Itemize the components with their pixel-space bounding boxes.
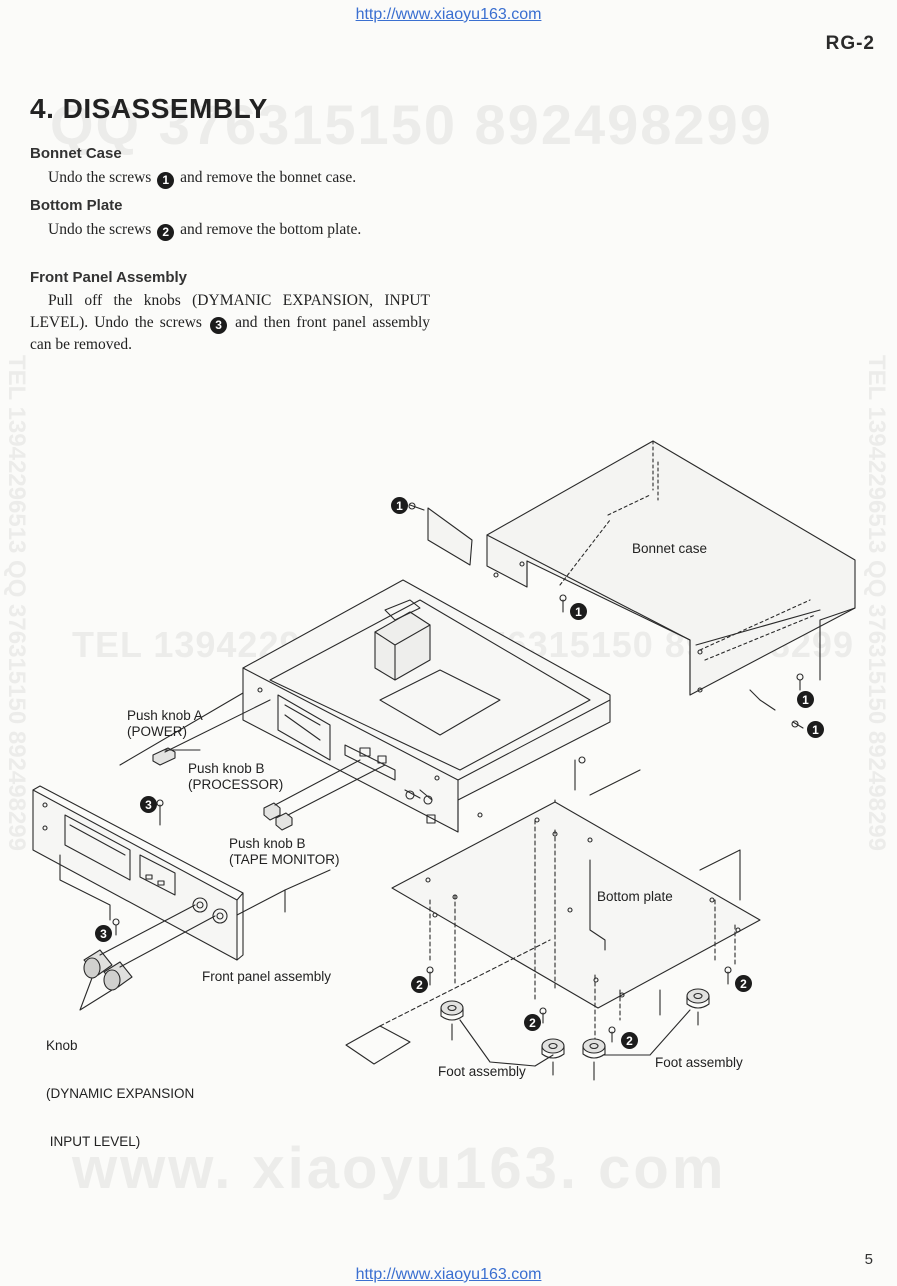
label-line: Push knob B: [188, 761, 265, 776]
screw-marker-3: 3: [140, 796, 157, 813]
screw-marker-1: 1: [570, 603, 587, 620]
label-bottom-plate: Bottom plate: [597, 889, 673, 904]
screw-marker-2: 2: [411, 976, 428, 993]
label-line: (PROCESSOR): [188, 777, 284, 792]
watermark-bottom: www. xiaoyu163. com: [72, 1136, 727, 1201]
bonnet-case-drawing: [427, 440, 856, 711]
screw-number-badge: 1: [157, 171, 175, 189]
label-foot-assembly-left: Foot assembly: [438, 1064, 526, 1079]
label-line: Push knob B: [229, 836, 306, 851]
text-after: and then front panel assembly can be rem…: [30, 314, 431, 353]
push-knobs-drawing: [152, 699, 386, 831]
subsection-text-front-panel: Pull off the knobs (DYMANIC EXPANSION, I…: [30, 290, 430, 356]
watermark-top: QQ 376315150 892498299: [50, 93, 773, 156]
source-url-top[interactable]: http://www.xiaoyu163.com: [355, 6, 542, 23]
subsection-heading-front-panel: Front Panel Assembly: [30, 269, 187, 286]
section-title: 4. DISASSEMBLY: [30, 93, 268, 124]
screw-marker-2: 2: [621, 1032, 638, 1049]
source-url-bottom[interactable]: http://www.xiaoyu163.com: [355, 1266, 542, 1283]
screw-number-badge: 3: [210, 316, 228, 334]
label-push-knob-b-tape-monitor: Push knob B (TAPE MONITOR): [229, 836, 340, 868]
label-line: (DYNAMIC EXPANSION: [46, 1086, 195, 1101]
screw-marker-2: 2: [524, 1014, 541, 1031]
front-panel-drawing: [32, 692, 331, 961]
model-code: RG-2: [825, 33, 875, 54]
text-before: Pull off the knobs (DYMANIC EXPANSION, I…: [30, 292, 430, 331]
screw-marker-1: 1: [391, 497, 408, 514]
subsection-text-bottom-plate: Undo the screws 2 and remove the bottom …: [30, 219, 430, 241]
screw-marker-2: 2: [735, 975, 752, 992]
text-before: Undo the screws: [48, 169, 152, 186]
screws-drawing: [112, 502, 804, 1043]
subsection-heading-bonnet-case: Bonnet Case: [30, 145, 122, 162]
screw-marker-3: 3: [95, 925, 112, 942]
subsection-heading-bottom-plate: Bottom Plate: [30, 197, 123, 214]
chassis-drawing: [242, 579, 611, 833]
label-push-knob-b-processor: Push knob B (PROCESSOR): [188, 761, 283, 793]
knob-drawing: [79, 904, 216, 1011]
screw-number-badge: 2: [157, 223, 175, 241]
label-front-panel-assembly: Front panel assembly: [202, 969, 332, 984]
text-before: Undo the screws: [48, 221, 152, 238]
text-after: and remove the bonnet case.: [180, 169, 357, 186]
label-line: Knob: [46, 1038, 78, 1053]
screw-marker-1: 1: [797, 691, 814, 708]
label-bonnet-case: Bonnet case: [632, 541, 708, 556]
page-number: 5: [864, 1251, 873, 1268]
label-line: (POWER): [127, 724, 187, 739]
label-knob: Knob (DYNAMIC EXPANSION INPUT LEVEL): [46, 1006, 194, 1166]
text-after: and remove the bottom plate.: [180, 221, 362, 238]
foot-assembly-drawing: [345, 939, 710, 1081]
label-push-knob-a: Push knob A (POWER): [127, 708, 203, 740]
label-line: Push knob A: [127, 708, 203, 723]
screw-marker-1: 1: [807, 721, 824, 738]
label-line: (TAPE MONITOR): [229, 852, 340, 867]
label-line: INPUT LEVEL): [46, 1134, 141, 1149]
subsection-text-bonnet-case: Undo the screws 1 and remove the bonnet …: [30, 167, 430, 189]
label-foot-assembly-right: Foot assembly: [655, 1055, 743, 1070]
bottom-plate-drawing: [391, 759, 761, 1041]
